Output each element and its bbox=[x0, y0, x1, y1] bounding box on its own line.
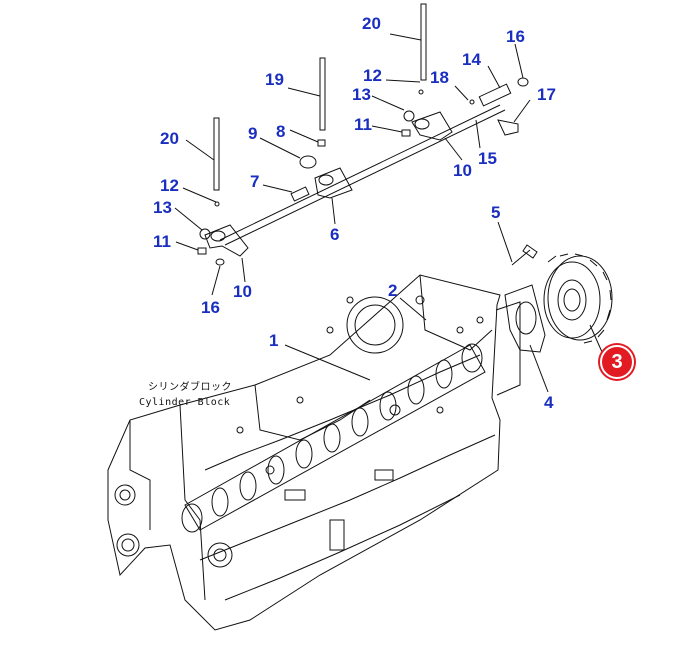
leader-lines bbox=[174, 33, 603, 393]
callout-17: 17 bbox=[537, 85, 556, 104]
callout-10-top: 10 bbox=[453, 161, 472, 180]
ball-12-right bbox=[418, 89, 424, 95]
callout-18: 18 bbox=[430, 68, 449, 87]
rocker-arm-right bbox=[411, 111, 453, 141]
callout-12-left: 12 bbox=[160, 176, 179, 195]
caption-english: Cylinder Block bbox=[139, 397, 231, 408]
pushrod-19 bbox=[319, 57, 326, 131]
nut-13-left bbox=[199, 228, 211, 240]
highlight-badge-3[interactable]: 3 bbox=[600, 345, 634, 379]
callout-8: 8 bbox=[276, 122, 286, 141]
callout-11-left: 11 bbox=[153, 232, 171, 251]
rocker-arm-center bbox=[314, 167, 353, 199]
callout-9: 9 bbox=[248, 124, 258, 143]
rocker-shaft bbox=[219, 104, 506, 246]
callout-12-top: 12 bbox=[363, 66, 382, 85]
callout-14: 14 bbox=[462, 50, 481, 69]
callout-20-top: 20 bbox=[362, 14, 381, 33]
ring-16-bottom bbox=[215, 258, 225, 266]
bolt-17 bbox=[497, 119, 519, 136]
ball-12-left bbox=[214, 201, 220, 207]
callout-13-top: 13 bbox=[352, 85, 371, 104]
callout-7: 7 bbox=[250, 172, 260, 191]
callout-5: 5 bbox=[491, 203, 501, 222]
ring-16-top bbox=[517, 77, 529, 87]
nut-13-right bbox=[403, 110, 415, 122]
pushrod-20-right bbox=[420, 3, 427, 81]
gasket bbox=[504, 284, 546, 353]
callout-1: 1 bbox=[269, 331, 279, 350]
callout-2: 2 bbox=[388, 281, 398, 300]
camshaft bbox=[181, 343, 486, 533]
bushing-9 bbox=[299, 155, 317, 169]
rocker-arm-left bbox=[204, 224, 249, 257]
plug-8 bbox=[317, 139, 326, 147]
screw-11-left bbox=[197, 247, 207, 255]
ball-18 bbox=[469, 99, 475, 105]
caption-japanese: シリンダブロック bbox=[148, 382, 232, 393]
callout-15: 15 bbox=[478, 149, 497, 168]
callout-16-left: 16 bbox=[201, 298, 220, 317]
cylinder-block bbox=[107, 274, 521, 631]
callout-16-top: 16 bbox=[506, 27, 525, 46]
bolt bbox=[511, 244, 538, 266]
screw-11-right bbox=[401, 129, 411, 137]
pushrod-20-left bbox=[213, 117, 220, 191]
cam-gear bbox=[543, 253, 613, 344]
callout-19: 19 bbox=[265, 70, 284, 89]
shaft-14 bbox=[478, 83, 512, 107]
callout-10-left: 10 bbox=[233, 282, 252, 301]
callout-4: 4 bbox=[544, 393, 554, 412]
callout-6: 6 bbox=[330, 225, 340, 244]
callout-13-left: 13 bbox=[153, 198, 172, 217]
callout-20-left: 20 bbox=[160, 129, 179, 148]
spacer-7 bbox=[290, 186, 310, 202]
callout-11-top: 11 bbox=[354, 115, 372, 134]
